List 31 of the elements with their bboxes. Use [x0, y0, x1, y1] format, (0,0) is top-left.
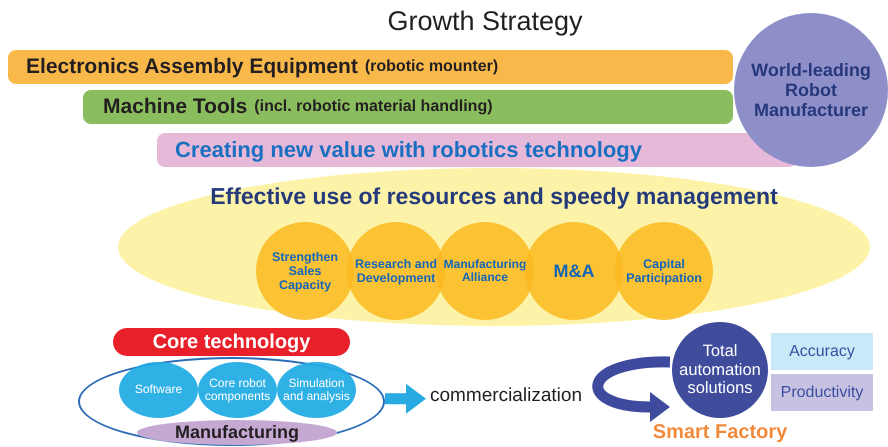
- banner-note: (robotic mounter): [364, 58, 498, 76]
- heading-bar: [113, 328, 350, 356]
- arrow: [385, 384, 426, 414]
- banner-note: (incl. robotic material handling): [254, 98, 493, 116]
- banner-bar: [83, 90, 733, 124]
- circle-label: Manufacturing Alliance: [442, 258, 528, 284]
- circle-label: Total automation solutions: [678, 342, 762, 398]
- ellipse-heading: Effective use of resources and speedy management: [210, 184, 778, 210]
- flow-label: commercialization: [428, 382, 584, 410]
- technology-ellipse: [78, 357, 385, 446]
- box-label: Productivity: [780, 384, 864, 402]
- caption-label: Smart Factory: [652, 421, 788, 444]
- box-label: Accuracy: [789, 342, 855, 360]
- banner-title: Electronics Assembly Equipment: [26, 55, 358, 79]
- circle-label: Capital Participation: [625, 257, 703, 285]
- circle-label: Research and Development: [354, 257, 438, 285]
- circle-label: Simulation and analysis: [282, 376, 351, 404]
- circle-label: Core robot components: [204, 376, 272, 404]
- benefit-box: [771, 374, 873, 411]
- circle-label: M&A: [554, 260, 594, 282]
- circle-label: Software: [134, 383, 182, 397]
- circle-label: Strengthen Sales Capacity: [271, 250, 339, 292]
- circle-label: World-leading Robot Manufacturer: [750, 60, 872, 120]
- banner-title: Creating new value with robotics technology: [175, 138, 642, 162]
- banner-bar: [8, 50, 733, 84]
- heading-label: Core technology: [152, 330, 310, 354]
- benefit-box: [771, 333, 873, 370]
- diagram-title: Growth Strategy: [386, 6, 584, 37]
- loop-arrow: [592, 356, 670, 422]
- banner-title: Machine Tools: [103, 95, 248, 119]
- ellipse-label: Manufacturing: [175, 422, 299, 443]
